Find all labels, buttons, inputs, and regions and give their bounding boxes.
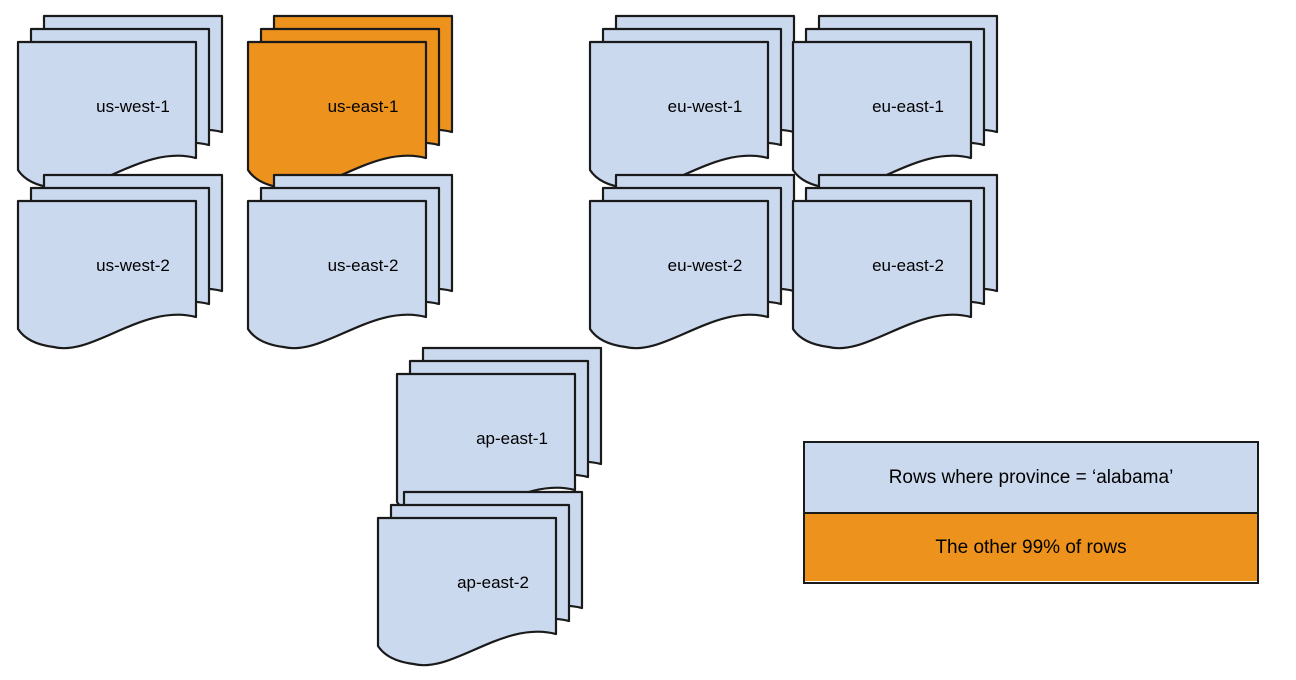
document-stack-us-east-2[interactable]: us-east-2 (246, 173, 458, 363)
document-stack-us-west-1[interactable]: us-west-1 (16, 14, 228, 204)
document-page-front (791, 199, 973, 350)
document-stack-ap-east-2[interactable]: ap-east-2 (376, 490, 588, 680)
legend-item-label: Rows where province = ‘alabama’ (888, 466, 1174, 488)
document-stack-shape (588, 173, 796, 350)
document-page-front (16, 199, 198, 350)
document-page-front (246, 40, 428, 191)
document-page-front (246, 199, 428, 350)
document-stack-shape (588, 14, 796, 191)
document-stack-eu-east-2[interactable]: eu-east-2 (791, 173, 1003, 363)
legend-item-label: The other 99% of rows (935, 536, 1127, 558)
document-stack-shape (791, 173, 999, 350)
document-stack-us-east-1[interactable]: us-east-1 (246, 14, 458, 204)
document-stack-shape (246, 14, 454, 191)
document-page-front (376, 516, 558, 667)
legend-item-other-rows: The other 99% of rows (805, 514, 1257, 581)
document-page-front (16, 40, 198, 191)
document-stack-shape (791, 14, 999, 191)
document-stack-eu-west-2[interactable]: eu-west-2 (588, 173, 800, 363)
document-stack-us-west-2[interactable]: us-west-2 (16, 173, 228, 363)
legend: Rows where province = ‘alabama’ The other… (803, 441, 1259, 584)
document-page-front (588, 40, 770, 191)
legend-item-alabama-rows: Rows where province = ‘alabama’ (805, 443, 1257, 514)
document-stack-shape (376, 490, 584, 667)
document-page-front (588, 199, 770, 350)
document-stack-shape (246, 173, 454, 350)
document-page-front (791, 40, 973, 191)
document-stack-shape (16, 14, 224, 191)
document-stack-eu-west-1[interactable]: eu-west-1 (588, 14, 800, 204)
document-stack-shape (16, 173, 224, 350)
